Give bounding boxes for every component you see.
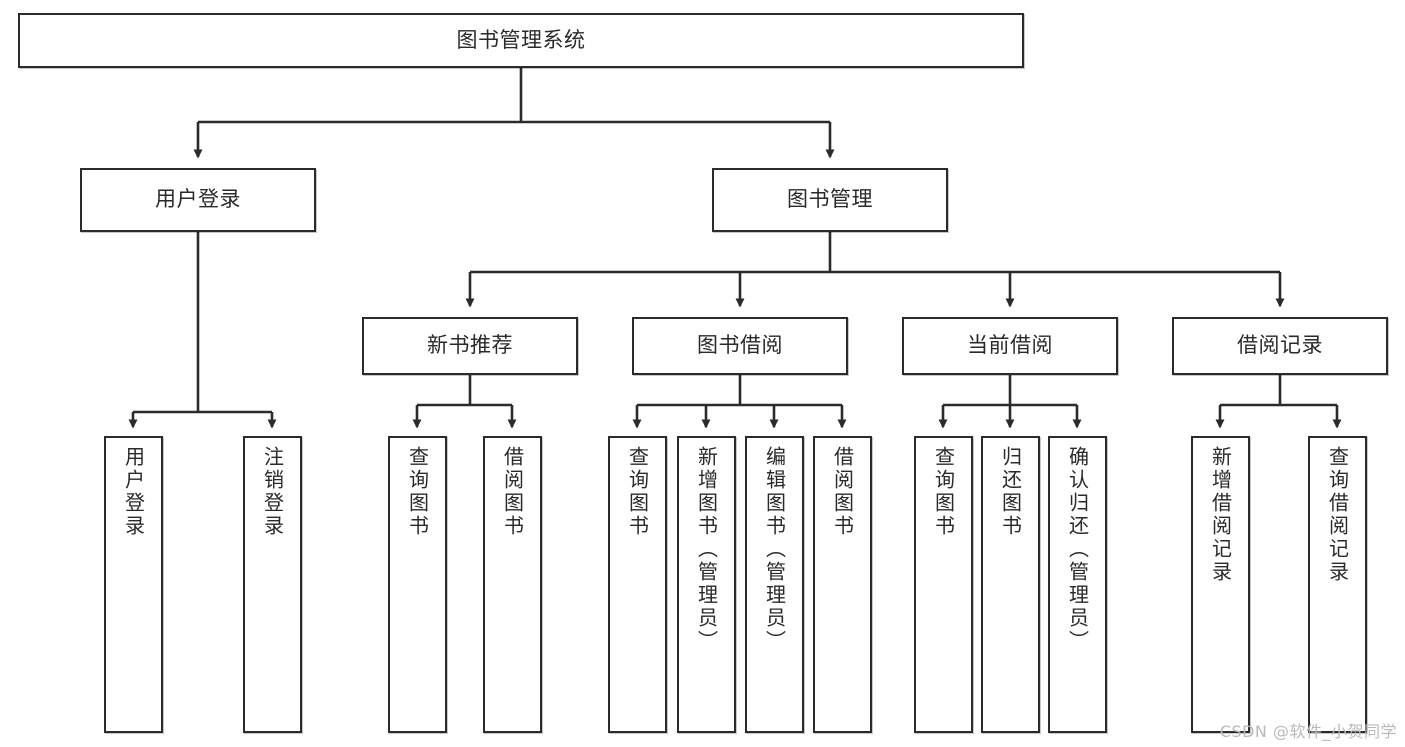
node-label: 借阅图书 — [830, 446, 855, 538]
node-leaf-return-book[interactable]: 归还图书 — [981, 436, 1040, 733]
node-label: 新书推荐 — [427, 333, 513, 358]
node-label: 当前借阅 — [967, 333, 1053, 358]
node-leaf-user-login[interactable]: 用户登录 — [104, 436, 163, 733]
node-label: 查询图书 — [625, 446, 650, 538]
node-leaf-query-record[interactable]: 查询借阅记录 — [1308, 436, 1367, 733]
node-label: 新增图书（管理员） — [694, 446, 719, 653]
node-label: 确认归还（管理员） — [1065, 446, 1090, 653]
node-leaf-add-book[interactable]: 新增图书（管理员） — [677, 436, 736, 733]
node-label: 新增借阅记录 — [1208, 446, 1233, 584]
node-leaf-query-book-3[interactable]: 查询图书 — [914, 436, 973, 733]
node-label: 图书借阅 — [697, 333, 783, 358]
node-label: 借阅图书 — [500, 446, 525, 538]
node-label: 编辑图书（管理员） — [762, 446, 787, 653]
node-label: 归还图书 — [998, 446, 1023, 538]
node-leaf-borrow-book-1[interactable]: 借阅图书 — [483, 436, 542, 733]
node-label: 用户登录 — [121, 446, 146, 538]
node-root[interactable]: 图书管理系统 — [18, 13, 1024, 68]
node-borrow-record[interactable]: 借阅记录 — [1172, 317, 1388, 375]
node-current-borrow[interactable]: 当前借阅 — [902, 317, 1118, 375]
node-book-borrow[interactable]: 图书借阅 — [632, 317, 848, 375]
node-new-book-recommend[interactable]: 新书推荐 — [362, 317, 578, 375]
node-leaf-confirm-return[interactable]: 确认归还（管理员） — [1048, 436, 1107, 733]
node-label: 图书管理 — [787, 187, 873, 212]
node-label: 查询借阅记录 — [1325, 446, 1350, 584]
node-leaf-borrow-book-2[interactable]: 借阅图书 — [813, 436, 872, 733]
node-leaf-add-record[interactable]: 新增借阅记录 — [1191, 436, 1250, 733]
node-label: 注销登录 — [260, 446, 285, 538]
node-label: 用户登录 — [155, 187, 241, 212]
node-label: 查询图书 — [931, 446, 956, 538]
node-leaf-query-book-1[interactable]: 查询图书 — [388, 436, 447, 733]
node-label: 查询图书 — [405, 446, 430, 538]
node-leaf-edit-book[interactable]: 编辑图书（管理员） — [745, 436, 804, 733]
node-label: 借阅记录 — [1237, 333, 1323, 358]
node-leaf-user-logout[interactable]: 注销登录 — [243, 436, 302, 733]
node-user-login[interactable]: 用户登录 — [80, 168, 316, 232]
node-label: 图书管理系统 — [456, 27, 586, 52]
node-book-manage[interactable]: 图书管理 — [712, 168, 948, 232]
node-leaf-query-book-2[interactable]: 查询图书 — [608, 436, 667, 733]
